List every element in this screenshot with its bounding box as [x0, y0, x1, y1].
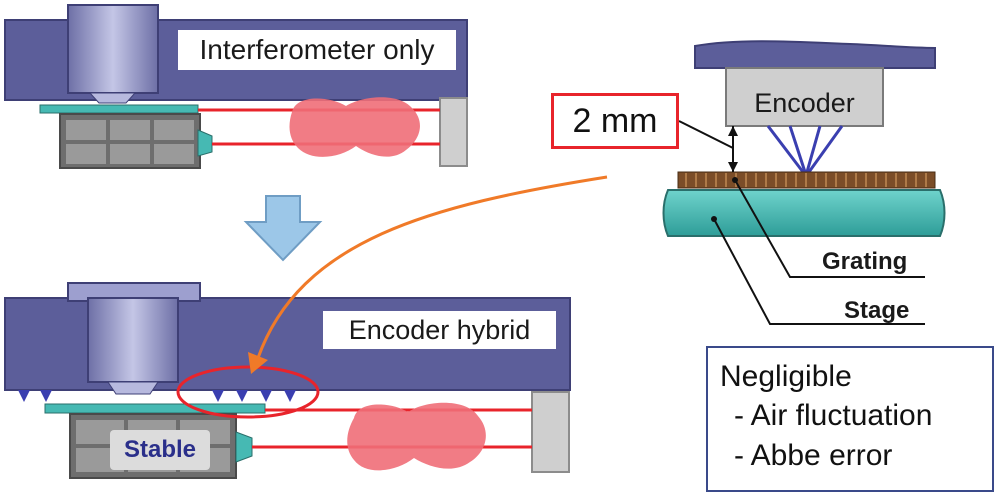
orange-arrow-head [248, 352, 268, 374]
negligible-note-box: Negligible - Air fluctuation - Abbe erro… [706, 346, 994, 492]
objective-lens-tip-top [88, 92, 137, 104]
encoder-hybrid-panel [4, 282, 571, 479]
objective-lens-tip-bottom [107, 381, 159, 395]
encoder-beams [766, 125, 844, 173]
lens-barrel-inner-bottom [87, 297, 179, 383]
stage-slab [662, 189, 946, 237]
note-title: Negligible [720, 360, 852, 393]
mirror-mount-top [197, 129, 213, 157]
grating-leader-line [734, 179, 925, 278]
interferometer-only-label: Interferometer only [178, 30, 456, 70]
down-arrow [243, 195, 323, 262]
encoder-mount-frame [694, 40, 936, 69]
wafer-plate-bottom [44, 403, 266, 414]
mirror-mount-bottom [235, 431, 253, 463]
air-fluctuation-cloud-top [289, 97, 420, 157]
encoder-heads-right [212, 390, 296, 402]
reference-block-top [439, 97, 468, 167]
wafer-stage-top [59, 113, 201, 169]
lens-barrel-top [67, 4, 159, 94]
gap-label-leader [678, 120, 734, 149]
encoder-highlight-ellipse [176, 365, 320, 419]
encoder-head-box [725, 67, 884, 127]
encoder-heads-left [18, 390, 52, 402]
stage-label: Stage [844, 297, 910, 324]
note-item-abbe-error: - Abbe error [734, 439, 893, 472]
stage-leader-line [713, 218, 925, 325]
gap-arrow-bottom [728, 162, 738, 172]
gap-arrow-top [728, 126, 738, 136]
stable-label: Stable [110, 430, 210, 470]
air-fluctuation-cloud-bottom [347, 402, 486, 471]
reference-block-bottom [531, 391, 570, 473]
gap-2mm-label: 2 mm [551, 93, 679, 149]
encoder-hybrid-label: Encoder hybrid [323, 311, 556, 349]
encoder-label: Encoder [754, 87, 855, 118]
grating-label: Grating [822, 248, 908, 275]
orange-pointer-arrow [256, 175, 608, 359]
grating-lines [685, 173, 927, 187]
encoder-detail-panel [662, 40, 946, 325]
note-item-air-fluctuation: - Air fluctuation [734, 399, 933, 432]
wafer-plate-top [39, 104, 199, 114]
